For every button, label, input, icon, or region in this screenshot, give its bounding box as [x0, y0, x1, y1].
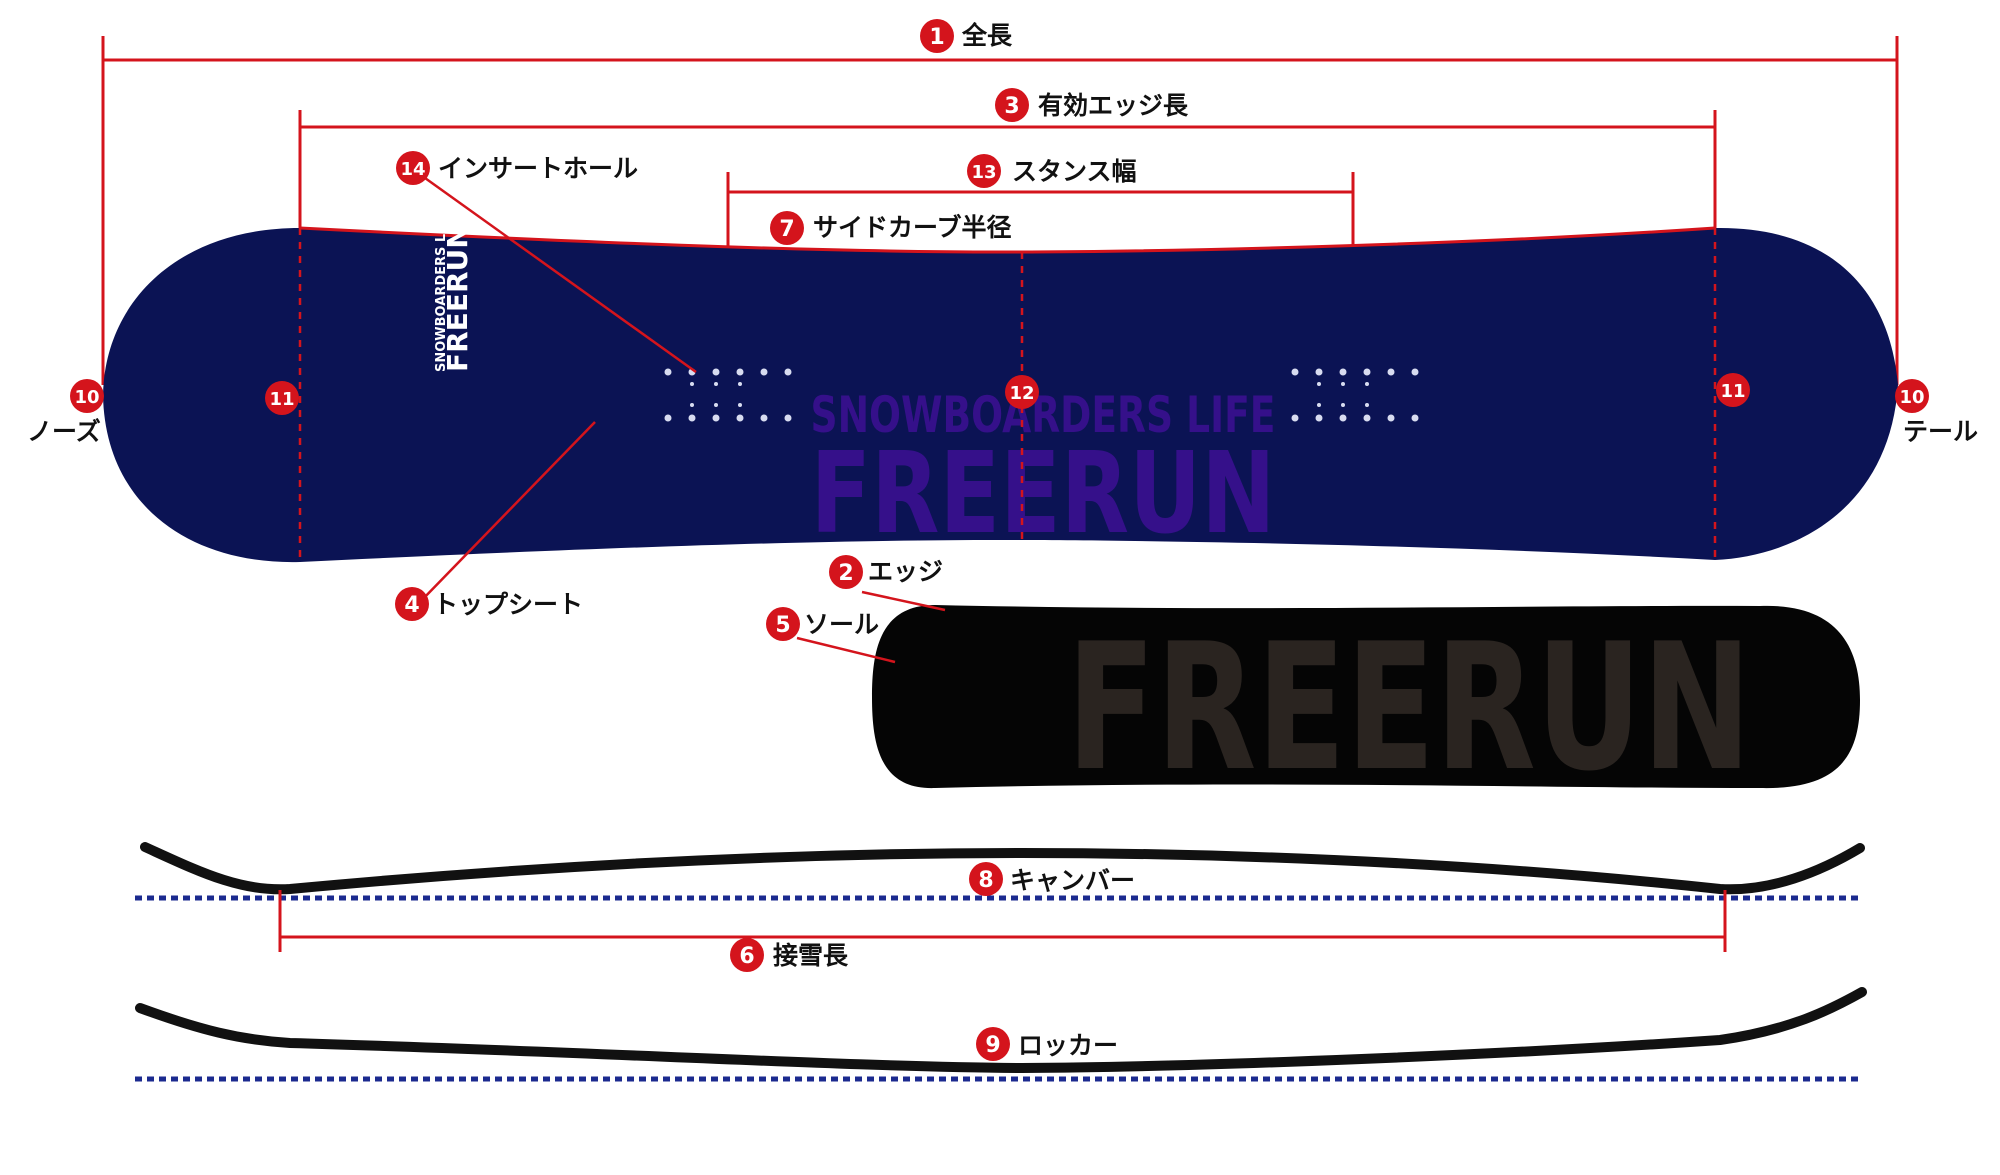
badge-11-nose: 11 — [265, 381, 299, 415]
overall-length-dimension — [101, 36, 1899, 385]
label-overall-length: 全長 — [961, 21, 1013, 50]
leader-insert-holes — [424, 176, 697, 374]
badge-13: 13 — [967, 154, 1001, 188]
board-topsheet — [103, 227, 1898, 563]
label-rocker: ロッカー — [1018, 1031, 1118, 1060]
badge-3: 3 — [995, 88, 1029, 122]
badge-7: 7 — [770, 211, 804, 245]
svg-text:11: 11 — [1720, 381, 1745, 402]
label-edge: エッジ — [868, 557, 943, 586]
label-tail: テール — [1903, 417, 1978, 446]
label-effective-edge: 有効エッジ長 — [1038, 91, 1189, 120]
svg-text:14: 14 — [400, 159, 425, 180]
rocker-profile — [135, 987, 1867, 1074]
label-stance-width: スタンス幅 — [1012, 157, 1137, 186]
badge-10-nose: 10 — [70, 379, 104, 413]
badge-1: 1 — [920, 19, 954, 53]
badge-11-tail: 11 — [1716, 373, 1750, 407]
board-base — [872, 605, 1860, 789]
svg-text:4: 4 — [404, 593, 419, 618]
label-sidecut-radius: サイドカーブ半径 — [813, 213, 1012, 242]
svg-text:12: 12 — [1009, 383, 1034, 404]
svg-text:10: 10 — [1899, 387, 1924, 408]
effective-edge-dimension — [298, 110, 1717, 228]
svg-text:2: 2 — [838, 561, 853, 586]
leader-edge — [861, 590, 946, 612]
insert-holes-rear — [1291, 368, 1419, 422]
svg-text:FREERUN: FREERUN — [441, 225, 474, 372]
label-insert-holes: インサートホール — [438, 154, 638, 183]
sidecut-curve — [299, 226, 1716, 254]
svg-text:13: 13 — [971, 162, 996, 183]
camber-profile — [140, 842, 1865, 895]
topsheet-small-logo: SNOWBOARDERS LIFE FREERUN — [434, 211, 474, 372]
leader-sole — [796, 636, 896, 664]
svg-text:11: 11 — [269, 389, 294, 410]
svg-text:8: 8 — [978, 868, 993, 893]
badge-12-center: 12 — [1005, 375, 1039, 409]
svg-text:7: 7 — [779, 217, 794, 242]
badge-8: 8 — [969, 862, 1003, 896]
label-sole: ソール — [804, 610, 879, 639]
badge-6: 6 — [730, 938, 764, 972]
topsheet-big-logo-line2: FREERUN — [811, 429, 1276, 559]
svg-text:9: 9 — [985, 1033, 1000, 1058]
base-logo: FREERUN — [1067, 607, 1752, 810]
badge-10-tail: 10 — [1895, 379, 1929, 413]
label-topsheet: トップシート — [433, 590, 583, 619]
badge-9: 9 — [976, 1027, 1010, 1061]
label-nose: ノーズ — [27, 417, 101, 446]
svg-text:1: 1 — [929, 25, 944, 50]
insert-holes-front — [664, 368, 792, 422]
svg-text:3: 3 — [1004, 94, 1019, 119]
topsheet-big-logo-line1: SNOWBOARDERS LIFE — [811, 386, 1276, 444]
badge-4: 4 — [395, 587, 429, 621]
svg-text:6: 6 — [739, 944, 754, 969]
svg-text:5: 5 — [775, 613, 790, 638]
badge-5: 5 — [766, 607, 800, 641]
badge-14: 14 — [396, 151, 430, 185]
label-running-length: 接雪長 — [773, 941, 849, 970]
label-camber: キャンバー — [1010, 866, 1135, 895]
svg-text:10: 10 — [74, 387, 99, 408]
running-length-dimension — [278, 890, 1727, 952]
badge-2: 2 — [829, 555, 863, 589]
leader-topsheet — [419, 421, 596, 603]
svg-text:SNOWBOARDERS LIFE: SNOWBOARDERS LIFE — [434, 211, 449, 372]
